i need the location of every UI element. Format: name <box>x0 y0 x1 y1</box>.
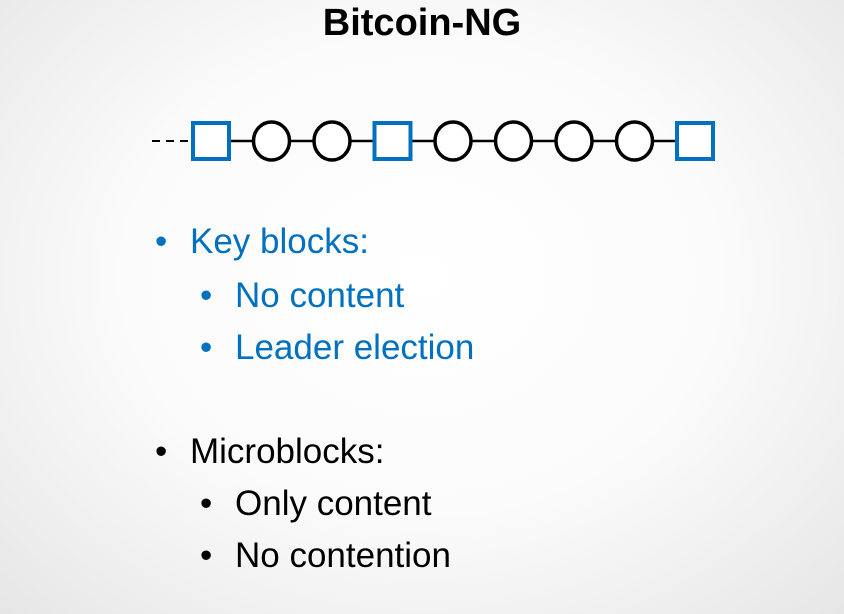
bullet-text: No content <box>235 276 405 315</box>
key-block <box>191 121 231 161</box>
microblock <box>554 120 594 162</box>
bullet-text: Leader election <box>235 328 475 367</box>
slide-title: Bitcoin-NG <box>322 2 522 44</box>
sub-bullet: •Leader election <box>200 328 475 367</box>
microblock <box>614 120 655 162</box>
bullet-microblocks: •Microblocks: <box>155 432 385 471</box>
microblock <box>493 120 534 162</box>
sub-bullet: •Only content <box>200 484 432 523</box>
microblock <box>433 120 473 162</box>
key-block <box>372 121 413 161</box>
sub-bullet: •No contention <box>200 536 451 575</box>
bullet-label: Key blocks: <box>190 222 369 261</box>
bullet-label: Microblocks: <box>190 432 385 471</box>
key-block <box>675 121 715 161</box>
microblock <box>251 120 292 162</box>
bullet-key-blocks: •Key blocks: <box>155 222 369 261</box>
microblock <box>312 120 352 162</box>
sub-bullet: •No content <box>200 276 405 315</box>
bullet-text: No contention <box>235 536 451 575</box>
blockchain-diagram <box>152 120 715 162</box>
bullet-text: Only content <box>235 484 432 523</box>
